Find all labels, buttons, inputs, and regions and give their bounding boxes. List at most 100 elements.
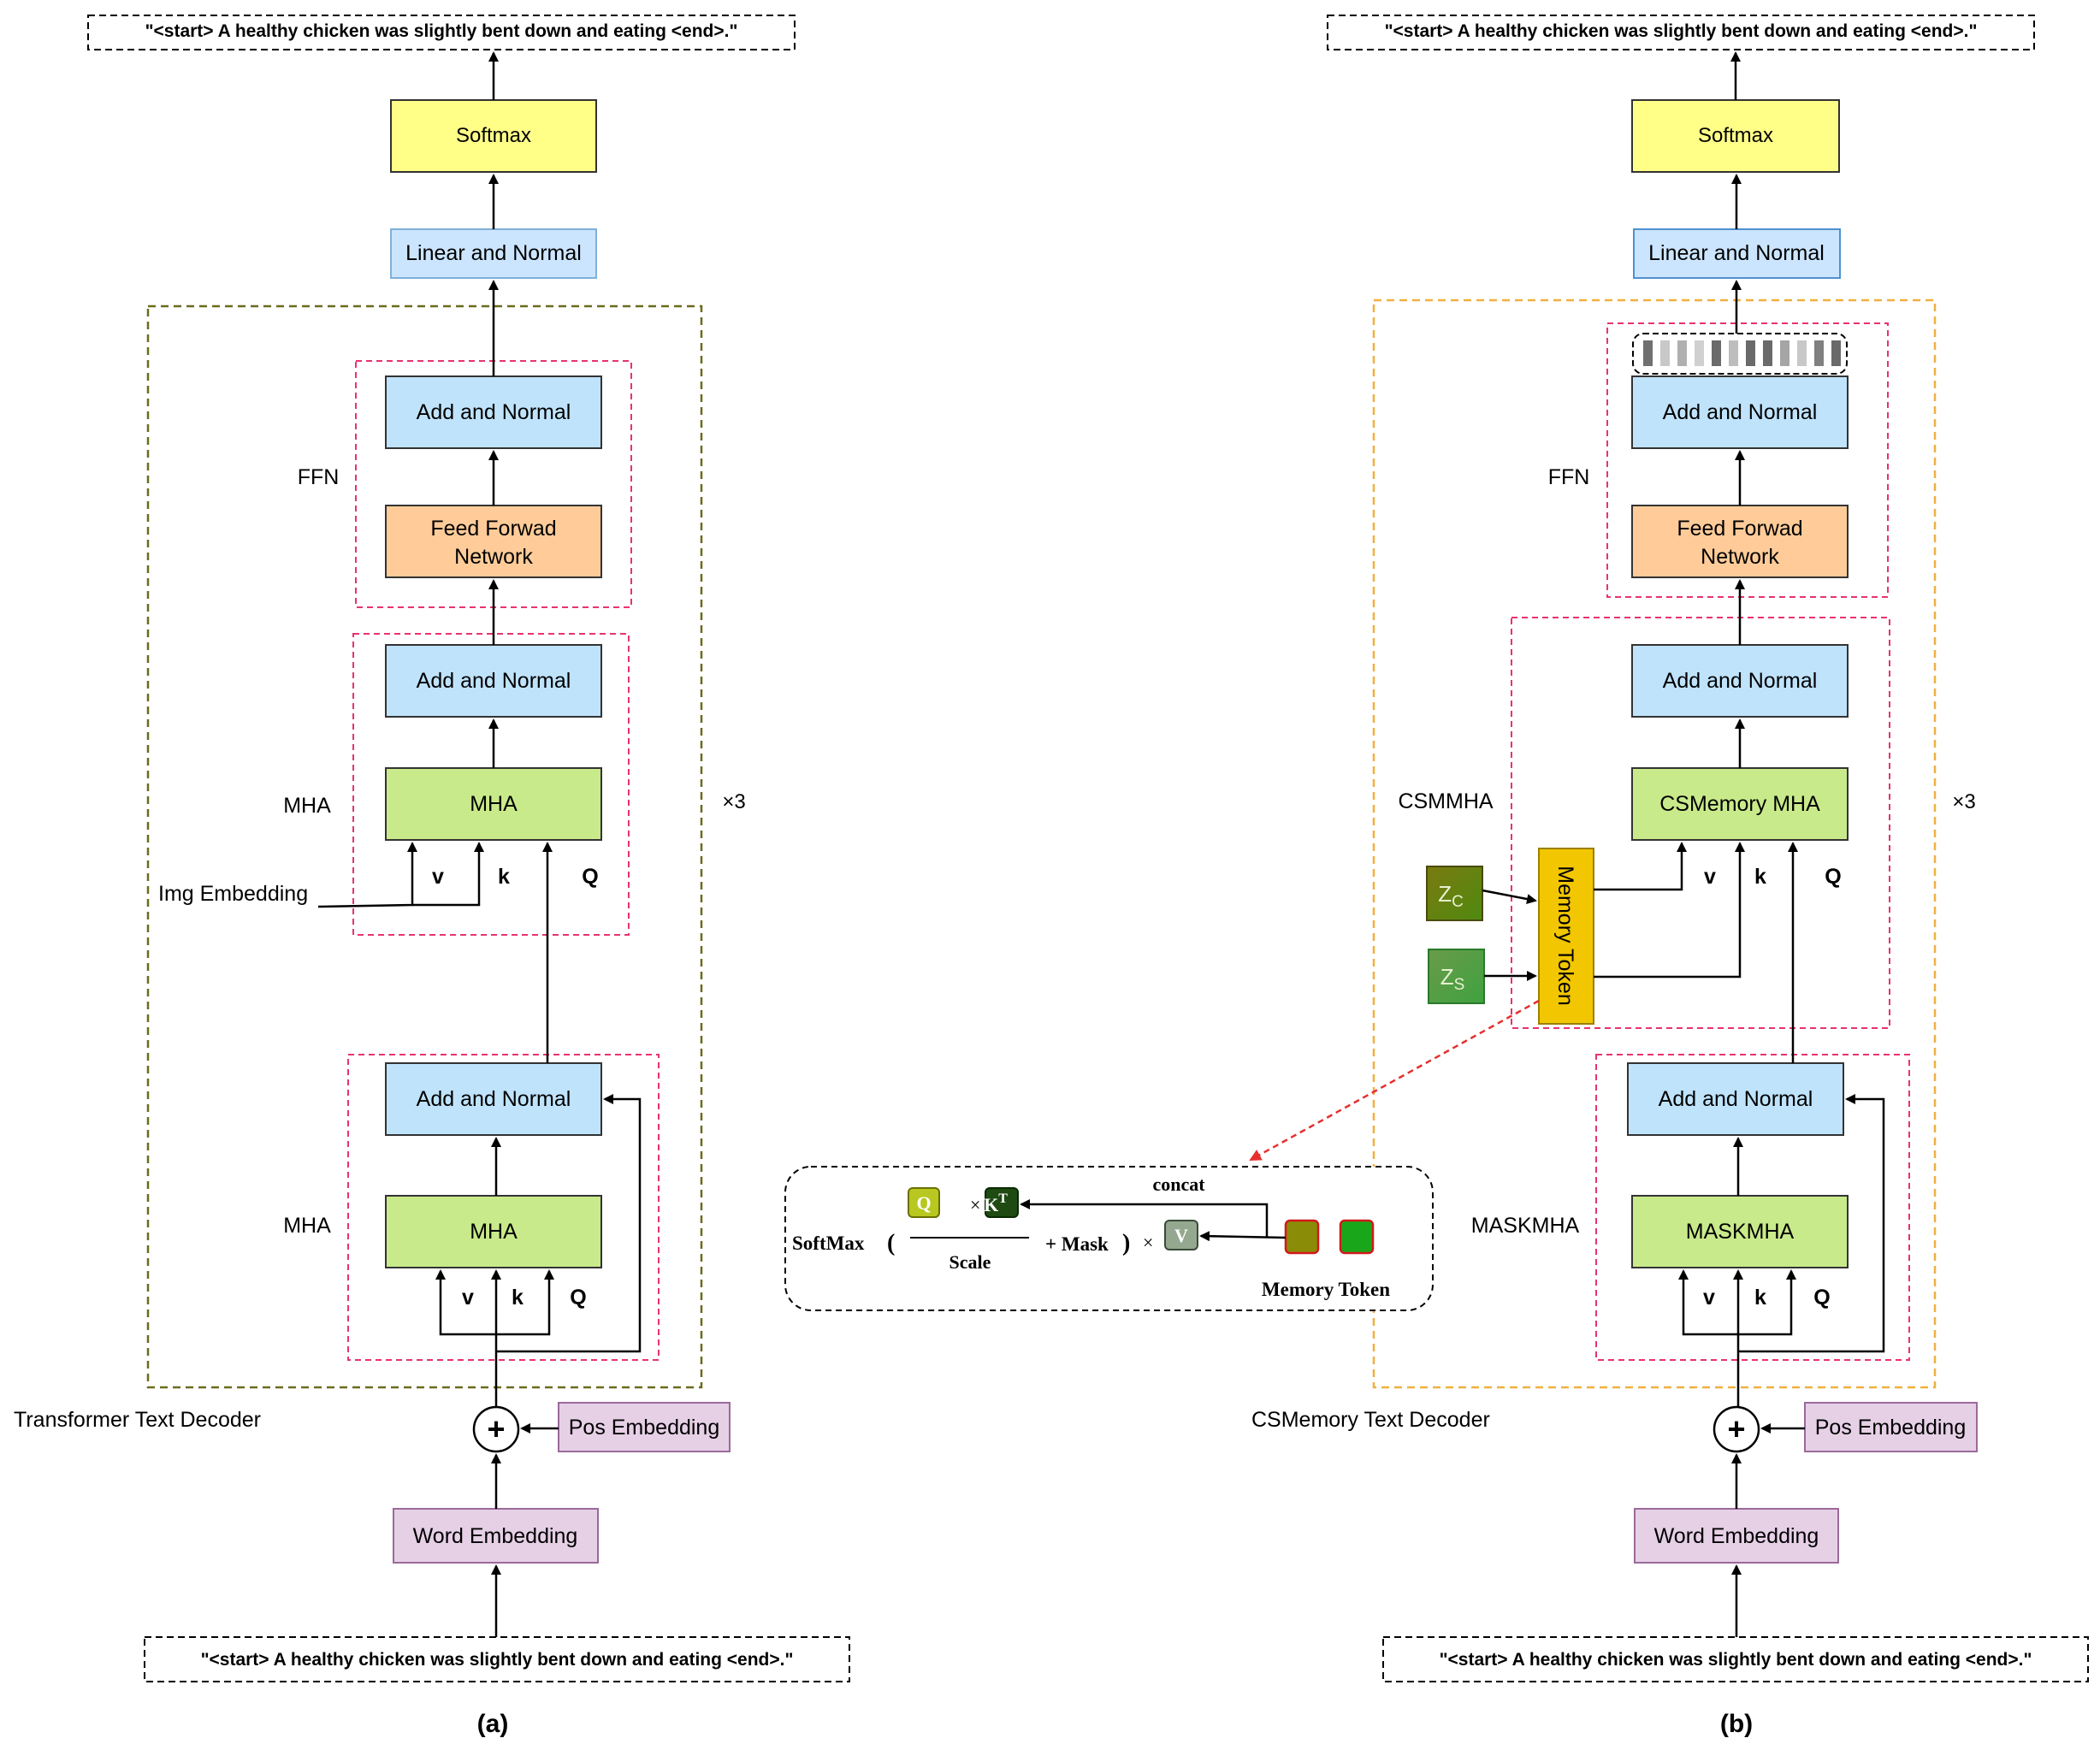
mha-box-label: MHA	[470, 792, 518, 816]
detail-k-label: KT	[984, 1191, 1008, 1215]
add-normal-3	[385, 1062, 602, 1136]
add-normal-3-label: Add and Normal	[417, 1087, 571, 1111]
zs-sub: S	[1454, 976, 1465, 994]
add-normal-1-label: Add and Normal	[417, 400, 571, 424]
detail-pointer-arrow	[1249, 999, 1540, 1162]
detail-plus-mask: + Mask	[1045, 1233, 1109, 1255]
memory-square-2	[1339, 1219, 1375, 1255]
word-embedding-label-b: Word Embedding	[1654, 1524, 1819, 1548]
detail-box	[784, 1166, 1434, 1311]
zc-label: ZC	[1438, 881, 1464, 911]
linear-normal-box	[390, 228, 597, 279]
k-label: k	[498, 865, 510, 889]
input-text-box	[144, 1636, 850, 1682]
add-normal-2-b	[1631, 644, 1849, 718]
mha-box	[385, 767, 602, 841]
memory-square-1	[1284, 1219, 1320, 1255]
add-normal-1-label-b: Add and Normal	[1663, 400, 1818, 424]
decoder-block-b	[1372, 299, 1937, 1389]
ffn-label: FFN	[298, 465, 340, 489]
token-strip-cells	[1643, 340, 1841, 366]
detail-scale: Scale	[949, 1251, 991, 1273]
panel-a: "<start> A healthy chicken was slightly …	[14, 15, 850, 1738]
zc-sub: C	[1452, 893, 1464, 911]
output-text-b: "<start> A healthy chicken was slightly …	[1385, 21, 1978, 41]
maskmha-box-label: MASKMHA	[1686, 1220, 1795, 1244]
memory-token-label: Memory Token	[1553, 866, 1577, 1006]
caption-a: (a)	[477, 1710, 509, 1738]
k2-label: k	[512, 1286, 524, 1310]
zc-main: Z	[1438, 881, 1452, 907]
ffn-box-b	[1631, 505, 1849, 578]
add-normal-3-b	[1627, 1062, 1844, 1136]
detail-k-main: K	[984, 1194, 998, 1215]
ffn-box-line1-b: Feed Forwad	[1677, 517, 1802, 541]
plus-circle-b	[1713, 1405, 1760, 1453]
detail-v-label: V	[1174, 1225, 1188, 1246]
softmax-label: Softmax	[456, 124, 531, 147]
attention-detail: SoftMax ( Q × KT concat Scale + Mask ) ×…	[784, 1166, 1434, 1311]
csmemory-mha-box	[1631, 767, 1849, 841]
plus-symbol-b: +	[1727, 1411, 1745, 1446]
detail-paren-open: (	[887, 1230, 895, 1256]
linear-normal-box-b	[1633, 228, 1841, 279]
zs-label: ZS	[1440, 964, 1465, 994]
word-embedding-box	[393, 1508, 599, 1564]
detail-softmax: SoftMax	[792, 1233, 865, 1254]
k2-label-b: k	[1754, 1286, 1766, 1310]
k-label-b: k	[1754, 865, 1766, 889]
v2-label: v	[462, 1286, 474, 1310]
plus-symbol: +	[487, 1411, 505, 1446]
caption-b: (b)	[1720, 1710, 1753, 1738]
maskmha-box	[1631, 1195, 1849, 1268]
ffn-box-line2-b: Network	[1701, 545, 1779, 569]
detail-q-label: Q	[916, 1192, 931, 1214]
softmax-box-b	[1631, 99, 1840, 173]
output-text: "<start> A healthy chicken was slightly …	[145, 21, 738, 41]
input-text: "<start> A healthy chicken was slightly …	[201, 1650, 794, 1670]
csmemory-mha-label: CSMemory MHA	[1659, 792, 1820, 816]
add-normal-2-label: Add and Normal	[417, 669, 571, 693]
q2-label: Q	[570, 1286, 586, 1310]
detail-connectors	[1020, 1199, 1287, 1242]
mha-group	[352, 633, 630, 936]
q2-label-b: Q	[1813, 1286, 1830, 1310]
mha-box-2-label: MHA	[470, 1220, 518, 1244]
word-embedding-label: Word Embedding	[413, 1524, 578, 1548]
detail-k-sup: T	[998, 1191, 1008, 1206]
decoder-block	[146, 304, 703, 1389]
maskmha-group	[1595, 1054, 1910, 1361]
zs-main: Z	[1440, 964, 1454, 990]
detail-v-box	[1164, 1220, 1198, 1250]
panel-b: "<start> A healthy chicken was slightly …	[1249, 15, 2089, 1738]
softmax-box	[390, 99, 597, 173]
output-text-box	[87, 15, 796, 50]
add-normal-3-label-b: Add and Normal	[1659, 1087, 1813, 1111]
decoder-label: Transformer Text Decoder	[14, 1408, 261, 1432]
pos-embedding-label-b: Pos Embedding	[1815, 1416, 1967, 1440]
mha-self-group	[347, 1054, 660, 1361]
repeat-label-b: ×3	[1952, 790, 1975, 813]
left-connectors	[317, 51, 642, 1637]
pos-embedding-box-b	[1804, 1402, 1978, 1452]
detail-memory-token: Memory Token	[1262, 1279, 1390, 1300]
mha-box-2	[385, 1195, 602, 1268]
decoder-label-b: CSMemory Text Decoder	[1251, 1408, 1490, 1432]
linear-normal-label-b: Linear and Normal	[1648, 241, 1825, 265]
ffn-label-b: FFN	[1548, 465, 1590, 489]
repeat-label: ×3	[722, 790, 745, 813]
q-label-b: Q	[1825, 865, 1841, 889]
input-text-box-b	[1382, 1636, 2089, 1682]
softmax-label-b: Softmax	[1698, 124, 1773, 147]
pos-embedding-label: Pos Embedding	[569, 1416, 720, 1440]
ffn-box-line2: Network	[454, 545, 533, 569]
csmmha-label: CSMMHA	[1398, 789, 1493, 813]
detail-concat: concat	[1152, 1174, 1205, 1195]
v2-label-b: v	[1703, 1286, 1715, 1310]
right-connectors	[1482, 51, 1885, 1637]
zc-box	[1426, 866, 1483, 921]
mha-label: MHA	[283, 794, 331, 818]
detail-k-box	[985, 1187, 1019, 1218]
pos-embedding-box	[558, 1402, 731, 1452]
v-label-b: v	[1704, 865, 1716, 889]
